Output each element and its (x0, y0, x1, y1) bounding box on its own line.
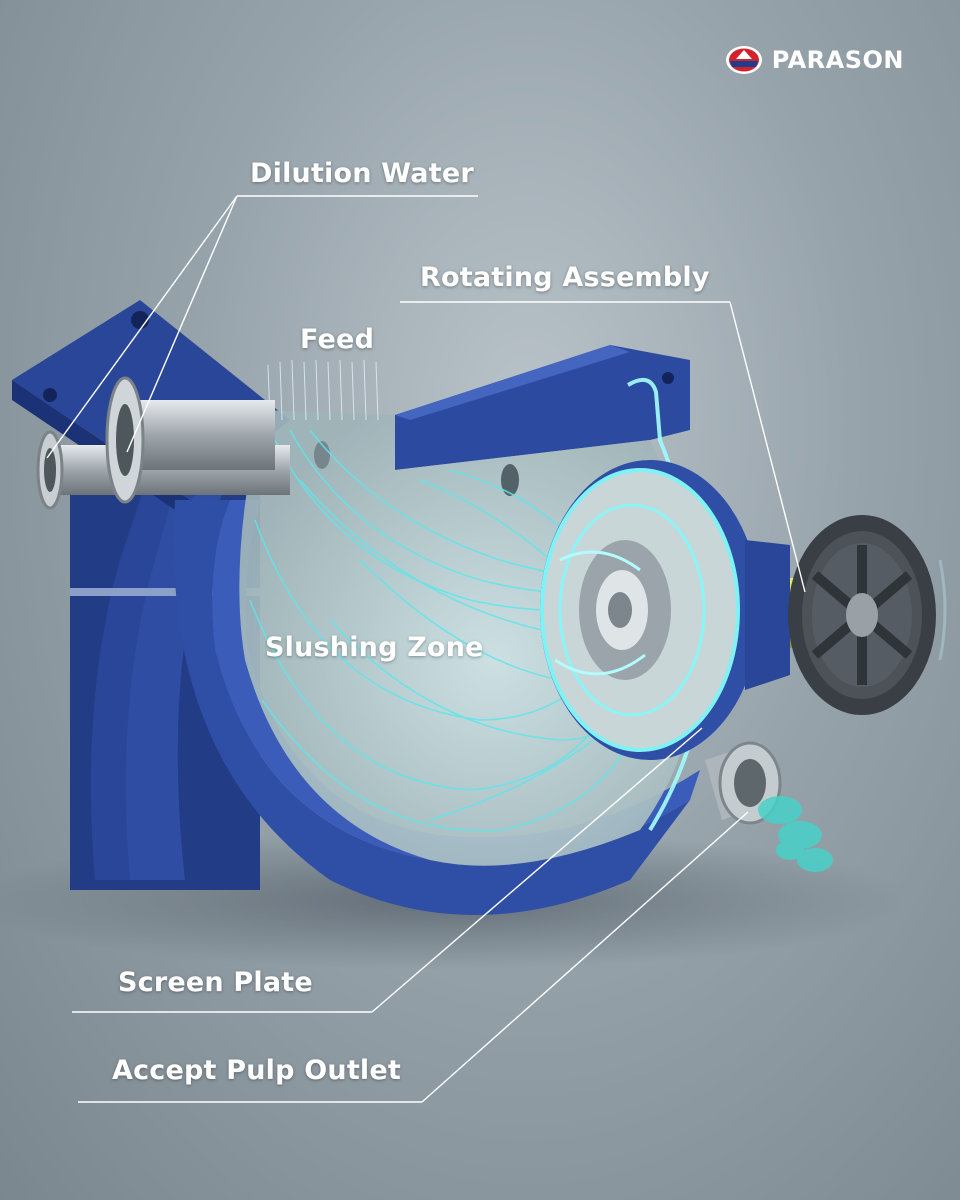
label-rotating-assembly: Rotating Assembly (420, 262, 710, 293)
screen-plate (540, 460, 760, 760)
leader-lines (46, 195, 806, 1103)
housing-top (395, 345, 690, 470)
label-slushing-zone: Slushing Zone (265, 632, 484, 663)
accept-outlet (705, 741, 833, 872)
brand-name: PARASON (771, 46, 904, 74)
label-feed: Feed (300, 324, 375, 355)
parason-emblem-icon (725, 46, 762, 74)
label-accept-pulp-outlet: Accept Pulp Outlet (112, 1055, 401, 1086)
label-dilution-water: Dilution Water (250, 158, 474, 189)
rotating-assembly (745, 515, 947, 715)
feed-streaks (267, 359, 379, 421)
front-shell (173, 500, 700, 915)
brand-logo: PARASON (724, 44, 904, 76)
label-screen-plate: Screen Plate (118, 967, 313, 998)
dilution-pipes (36, 376, 290, 510)
